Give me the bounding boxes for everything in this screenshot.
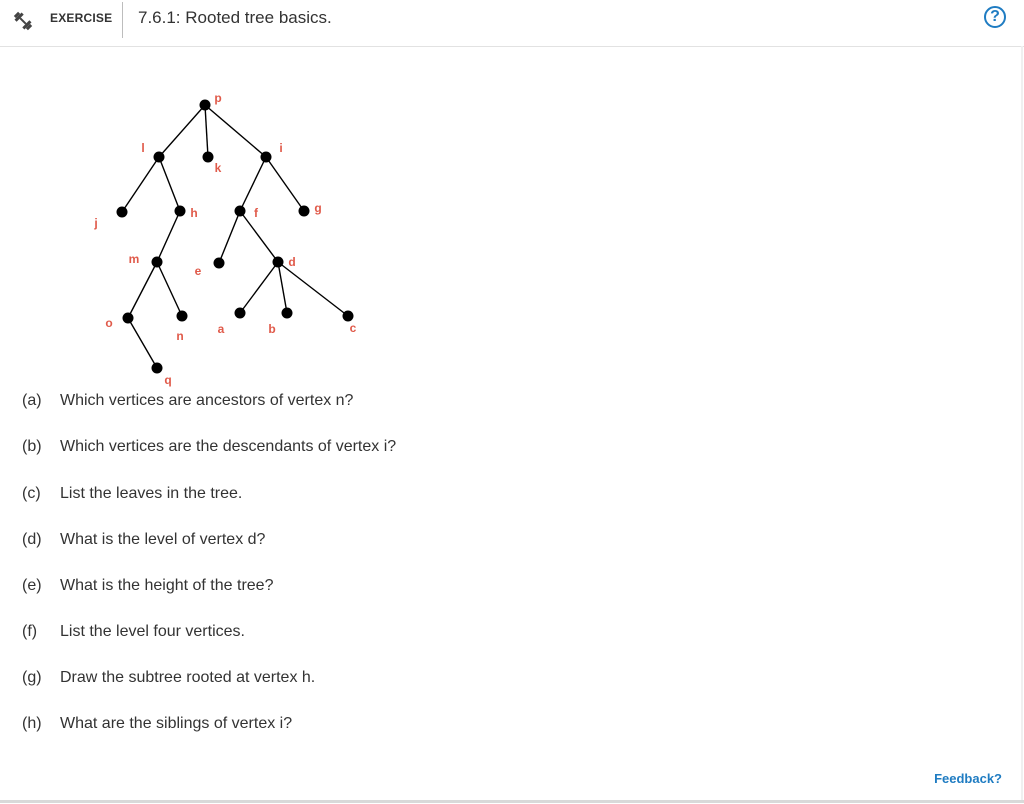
tree-edge-m-o	[127, 261, 158, 319]
tree-vertex-o	[122, 312, 134, 324]
question-tag: (e)	[22, 577, 42, 594]
tree-edge-f-d	[239, 210, 279, 263]
vertex-label-a: a	[218, 322, 225, 336]
tree-edge-l-h	[158, 156, 181, 212]
tree-edge-p-l	[158, 104, 206, 158]
tree-edge-d-b	[277, 261, 288, 314]
tree-edge-d-a	[239, 261, 279, 314]
question-item: (c) List the leaves in the tree.	[22, 485, 242, 503]
vertex-label-q: q	[164, 373, 171, 387]
vertex-label-l: l	[141, 141, 144, 155]
tree-edge-o-q	[127, 317, 158, 369]
question-tag: (c)	[22, 485, 41, 502]
vertex-label-f: f	[254, 206, 259, 220]
tree-vertex-l	[153, 151, 165, 163]
tree-edge-h-m	[156, 210, 181, 263]
exercise-header: EXERCISE 7.6.1: Rooted tree basics. ?	[0, 0, 1024, 47]
dumbbell-icon	[13, 11, 33, 31]
tree-vertex-n	[176, 310, 188, 322]
tree-vertex-m	[151, 256, 163, 268]
vertex-label-j: j	[93, 216, 97, 230]
tree-edge-i-f	[239, 156, 267, 212]
right-border	[1021, 46, 1023, 802]
tree-vertex-j	[116, 206, 128, 218]
bottom-border	[0, 800, 1024, 803]
question-item: (d) What is the level of vertex d?	[22, 531, 265, 549]
tree-vertex-h	[174, 205, 186, 217]
tree-edge-p-k	[204, 104, 209, 158]
rooted-tree-diagram: p l k i j h f g m e d o n a b c q	[93, 91, 357, 387]
vertex-label-b: b	[268, 322, 275, 336]
tree-vertex-g	[298, 205, 310, 217]
tree-edge-d-c	[277, 261, 349, 317]
header-divider	[122, 2, 123, 38]
tree-vertex-e	[213, 257, 225, 269]
tree-vertex-i	[260, 151, 272, 163]
question-item: (e) What is the height of the tree?	[22, 577, 273, 595]
tree-edge-l-j	[121, 156, 160, 213]
vertex-label-c: c	[350, 321, 357, 335]
vertex-label-k: k	[215, 161, 222, 175]
vertex-label-d: d	[288, 255, 295, 269]
question-tag: (d)	[22, 531, 42, 548]
tree-vertex-c	[342, 310, 354, 322]
tree-vertex-a	[234, 307, 246, 319]
question-item: (h) What are the siblings of vertex i?	[22, 715, 292, 733]
tree-vertex-d	[272, 256, 284, 268]
tree-vertex-b	[281, 307, 293, 319]
question-text: Which vertices are ancestors of vertex n…	[60, 392, 354, 409]
question-text: Which vertices are the descendants of ve…	[60, 438, 397, 455]
question-item: (g) Draw the subtree rooted at vertex h.	[22, 669, 315, 687]
vertex-label-n: n	[176, 329, 183, 343]
question-text: What are the siblings of vertex i?	[60, 715, 293, 732]
question-tag: (a)	[22, 392, 42, 409]
vertex-label-p: p	[214, 91, 221, 105]
tree-vertex-p	[199, 99, 211, 111]
tree-edge-i-g	[265, 156, 305, 212]
tree-edge-p-i	[204, 104, 267, 158]
tree-vertex-q	[151, 362, 163, 374]
exercise-title: 7.6.1: Rooted tree basics.	[138, 8, 332, 27]
question-item: (a) Which vertices are ancestors of verte…	[22, 392, 353, 410]
vertex-label-o: o	[105, 316, 112, 330]
question-circle-icon[interactable]: ?	[984, 6, 1006, 28]
question-text: List the level four vertices.	[60, 623, 245, 640]
feedback-link[interactable]: Feedback?	[934, 771, 1002, 786]
question-text: Draw the subtree rooted at vertex h.	[60, 669, 316, 686]
question-tag: (b)	[22, 438, 42, 455]
question-item: (b) Which vertices are the descendants of…	[22, 438, 396, 456]
tree-edge-m-n	[156, 261, 183, 317]
tree-vertex-k	[202, 151, 214, 163]
vertex-label-m: m	[129, 252, 140, 266]
tree-edge-f-e	[218, 210, 241, 264]
question-tag: (f)	[22, 623, 38, 640]
vertex-label-h: h	[190, 206, 197, 220]
question-text: What is the height of the tree?	[60, 577, 274, 594]
question-text: What is the level of vertex d?	[60, 531, 266, 548]
exercise-label: EXERCISE	[50, 11, 113, 25]
question-text: List the leaves in the tree.	[60, 485, 243, 502]
question-tag: (h)	[22, 715, 42, 732]
vertex-label-e: e	[195, 264, 202, 278]
vertex-label-i: i	[279, 141, 282, 155]
tree-vertex-f	[234, 205, 246, 217]
vertex-label-g: g	[314, 201, 321, 215]
question-item: (f) List the level four vertices.	[22, 623, 245, 641]
question-tag: (g)	[22, 669, 42, 686]
